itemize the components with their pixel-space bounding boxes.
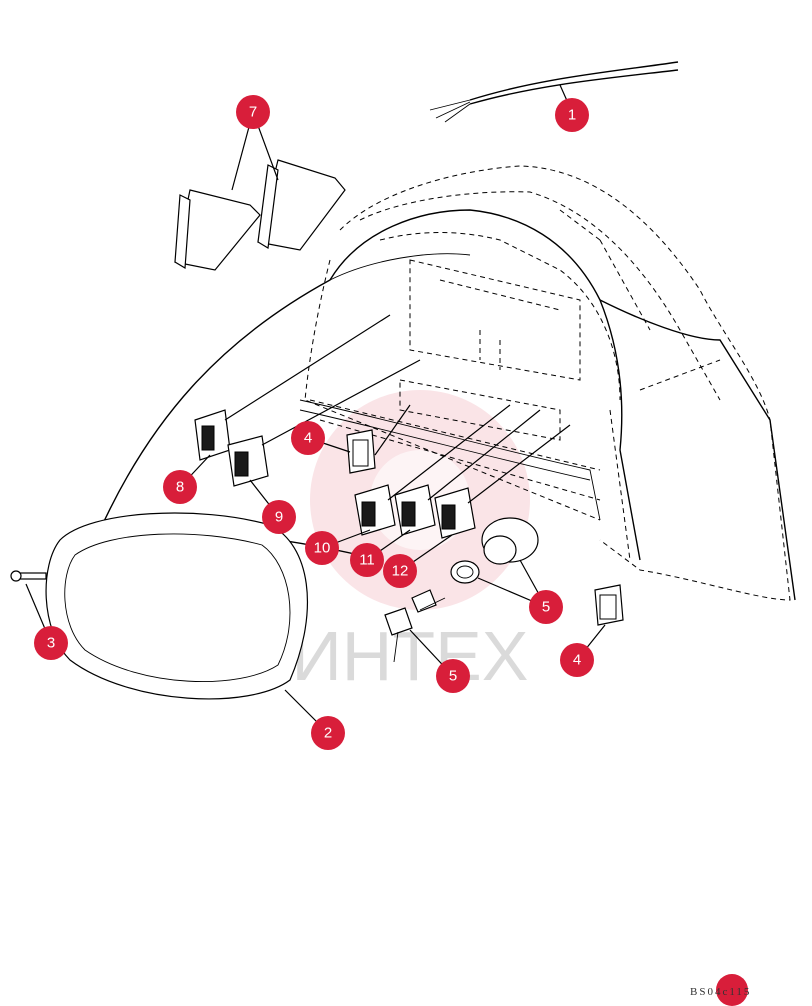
- svg-text:4: 4: [304, 430, 312, 447]
- rocker-switch-12: [434, 487, 476, 539]
- callout-11: 11: [350, 543, 384, 577]
- callout-2: 2: [311, 716, 345, 750]
- blank-plug-4-lower: [594, 584, 624, 626]
- callout-4-lower: 4: [560, 643, 594, 677]
- callout-5-ignition: 5: [529, 590, 563, 624]
- wire-harness: [429, 61, 679, 123]
- dashboard-cowl: [99, 209, 796, 601]
- callout-9: 9: [262, 500, 296, 534]
- rocker-switch-8: [194, 409, 231, 461]
- callout-7: 7: [236, 95, 270, 129]
- screw: [10, 570, 47, 582]
- rocker-switch-11: [394, 484, 436, 536]
- svg-text:4: 4: [573, 652, 581, 669]
- svg-text:8: 8: [176, 479, 184, 496]
- blank-plug-4-upper: [346, 429, 376, 474]
- svg-text:11: 11: [359, 552, 375, 569]
- callout-12: 12: [383, 554, 417, 588]
- callout-4-upper: 4: [291, 421, 325, 455]
- svg-text:3: 3: [47, 635, 55, 652]
- svg-text:1: 1: [568, 107, 576, 124]
- svg-text:2: 2: [324, 725, 332, 742]
- instrument-bezel: [45, 512, 308, 700]
- callout-5-keys: 5: [436, 659, 470, 693]
- svg-text:12: 12: [392, 563, 409, 580]
- callout-1: 1: [555, 98, 589, 132]
- svg-text:9: 9: [275, 509, 283, 526]
- drawing-code: BS04c115: [690, 986, 752, 998]
- callout-3: 3: [34, 626, 68, 660]
- rocker-switch-10: [354, 484, 396, 536]
- svg-text:5: 5: [449, 668, 457, 685]
- mounting-clips: [174, 159, 346, 271]
- rocker-switch-9: [227, 435, 269, 487]
- svg-text:5: 5: [542, 599, 550, 616]
- svg-text:7: 7: [249, 104, 257, 121]
- ignition-keys: [384, 589, 446, 663]
- callout-8: 8: [163, 470, 197, 504]
- callout-10: 10: [305, 531, 339, 565]
- svg-text:10: 10: [314, 540, 331, 557]
- ignition-switch: [450, 517, 539, 584]
